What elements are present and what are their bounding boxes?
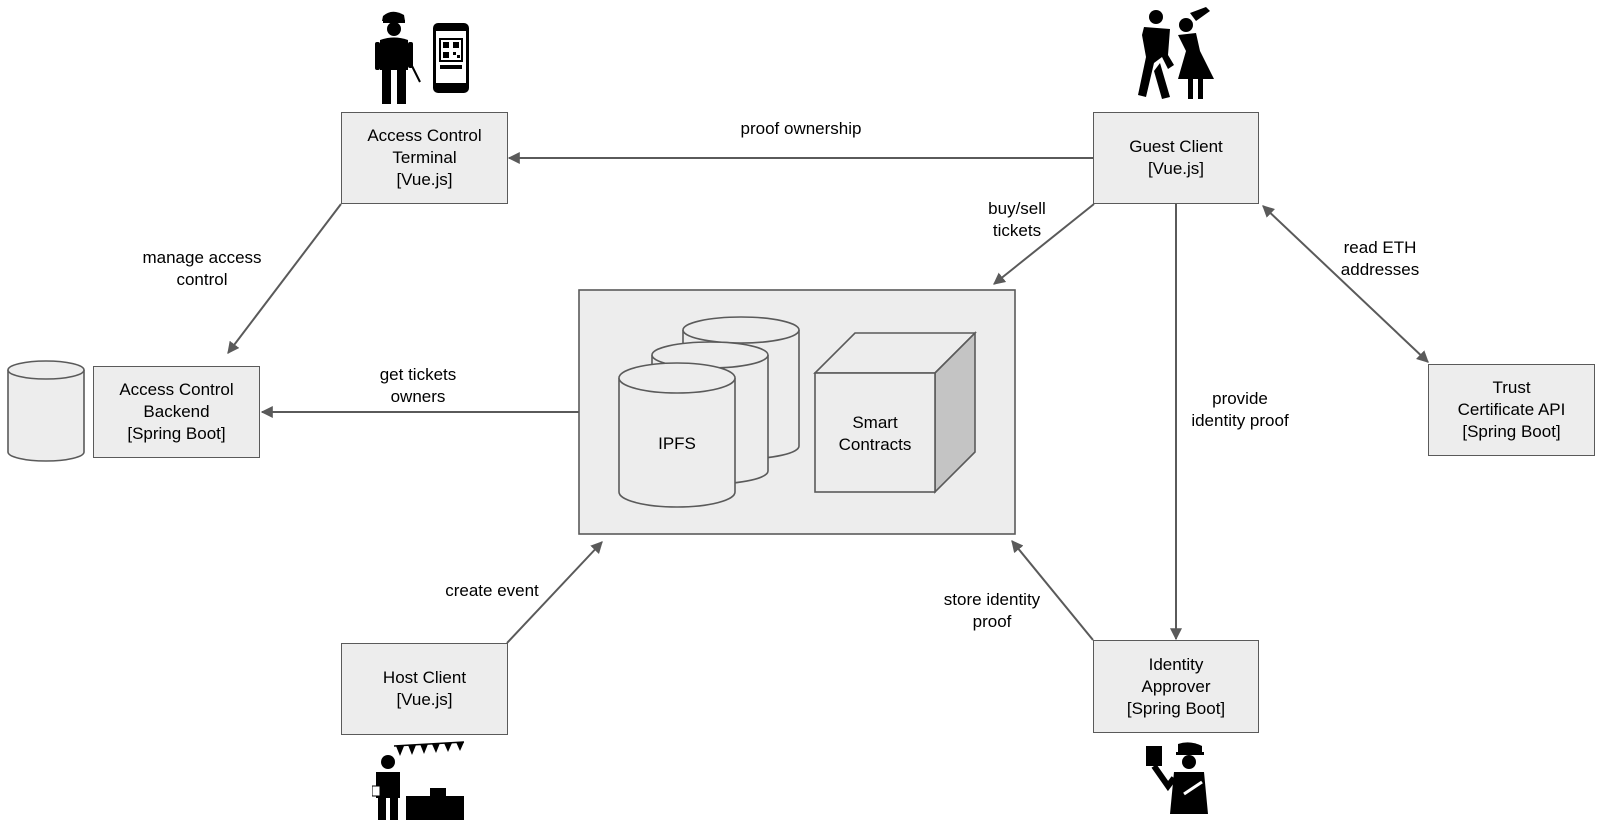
edge-buy-sell bbox=[993, 203, 1095, 285]
read-eth-addresses-label: read ETH addresses bbox=[1340, 238, 1420, 279]
edge-read-eth bbox=[1262, 205, 1429, 363]
edge-create-event bbox=[506, 541, 603, 644]
ipfs-label: IPFS bbox=[658, 434, 696, 453]
smart-contracts-label: Smart Contracts bbox=[838, 413, 912, 454]
store-identity-proof-label: store identity proof bbox=[943, 590, 1041, 631]
edge-manage-access bbox=[227, 203, 342, 354]
access-control-terminal-box: Access Control Terminal [Vue.js] bbox=[341, 112, 508, 204]
proof-ownership-label: proof ownership bbox=[740, 119, 862, 138]
host-client-label: Host Client [Vue.js] bbox=[382, 668, 467, 709]
security-guard-icon bbox=[375, 11, 421, 104]
trust-certificate-api-box: Trust Certificate API [Spring Boot] bbox=[1428, 364, 1595, 456]
create-event-label: create event bbox=[445, 581, 539, 600]
host-booth-icon bbox=[372, 741, 465, 820]
edge-store-identity bbox=[1011, 540, 1094, 641]
guest-client-label: Guest Client [Vue.js] bbox=[1129, 137, 1223, 178]
database-cylinder-icon bbox=[7, 360, 85, 462]
manage-access-control-label: manage access control bbox=[142, 248, 262, 289]
ipfs-cylinders bbox=[618, 316, 800, 508]
provide-identity-proof-label: provide identity proof bbox=[1191, 389, 1289, 430]
identity-approver-box: Identity Approver [Spring Boot] bbox=[1093, 640, 1259, 733]
host-client-box: Host Client [Vue.js] bbox=[341, 643, 508, 735]
dancing-couple-icon bbox=[1138, 7, 1214, 99]
qr-phone-icon bbox=[433, 23, 469, 93]
access-control-backend-label: Access Control Backend [Spring Boot] bbox=[119, 380, 234, 443]
buy-sell-tickets-label: buy/sell tickets bbox=[988, 199, 1046, 240]
get-tickets-owners-label: get tickets owners bbox=[379, 365, 457, 406]
access-control-backend-box: Access Control Backend [Spring Boot] bbox=[93, 366, 260, 458]
trust-certificate-api-label: Trust Certificate API [Spring Boot] bbox=[1457, 378, 1566, 441]
access-control-terminal-label: Access Control Terminal [Vue.js] bbox=[367, 126, 482, 189]
guest-client-box: Guest Client [Vue.js] bbox=[1093, 112, 1259, 204]
identity-approver-label: Identity Approver [Spring Boot] bbox=[1126, 654, 1226, 718]
passport-officer-icon bbox=[1146, 742, 1208, 814]
smart-contracts-cube bbox=[813, 331, 977, 494]
